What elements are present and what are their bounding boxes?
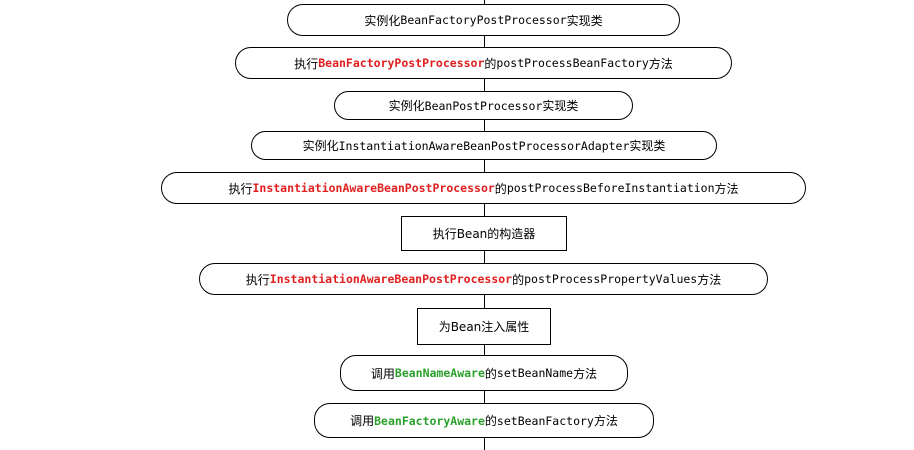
step-2-text-2: BeanFactoryPostProcessor — [318, 56, 485, 70]
step-8-text-1: 为Bean注入属性 — [438, 320, 530, 334]
step-4-text-1: 实例化 — [302, 139, 339, 153]
step-10-text-3: 的 — [484, 414, 497, 428]
step-8-box: 为Bean注入属性 — [417, 308, 551, 345]
step-6-box: 执行Bean的构造器 — [401, 216, 567, 251]
step-9-text-3: 的 — [484, 366, 497, 381]
step-1-text-3: 实现类 — [566, 13, 603, 28]
step-5-text-5: 方法 — [714, 181, 739, 196]
step-6-text-1: 执行Bean的构造器 — [432, 227, 536, 241]
step-2-text-1: 执行 — [294, 56, 319, 71]
step-7-text-5: 方法 — [697, 272, 722, 287]
step-2-text-3: 的 — [484, 56, 497, 71]
step-2-text-4: postProcessBeanFactory — [496, 56, 649, 70]
step-1-text-2: BeanFactoryPostProcessor — [400, 13, 567, 27]
step-4-text-2: InstantiationAwareBeanPostProcessorAdapt… — [338, 138, 630, 153]
step-5-text-1: 执行 — [228, 181, 253, 196]
step-7-text-1: 执行 — [245, 272, 270, 287]
step-9-text-2: BeanNameAware — [394, 366, 485, 380]
step-3-text-3: 实现类 — [542, 99, 579, 113]
step-5-text-4: postProcessBeforeInstantiation — [506, 181, 715, 195]
step-7-text-3: 的 — [512, 272, 525, 287]
step-10-text-2: BeanFactoryAware — [374, 413, 485, 428]
step-10-text-1: 调用 — [350, 414, 375, 428]
step-10-text-4: setBeanFactory — [496, 413, 594, 428]
step-5-text-3: 的 — [494, 181, 507, 196]
step-1-text-1: 实例化 — [364, 13, 401, 28]
step-3-text-2: BeanPostProcessor — [424, 98, 543, 113]
step-9-text-5: 方法 — [573, 366, 598, 381]
step-7-text-2: InstantiationAwareBeanPostProcessor — [269, 272, 513, 286]
step-9-text-1: 调用 — [370, 366, 395, 381]
step-9-text-4: setBeanName — [496, 366, 574, 380]
step-4-text-3: 实现类 — [629, 139, 666, 153]
step-5-text-2: InstantiationAwareBeanPostProcessor — [252, 181, 495, 195]
step-2-text-5: 方法 — [648, 56, 673, 71]
step-3-text-1: 实例化 — [388, 99, 425, 113]
step-7-text-4: postProcessPropertyValues — [524, 272, 698, 286]
step-10-text-5: 方法 — [593, 414, 618, 428]
